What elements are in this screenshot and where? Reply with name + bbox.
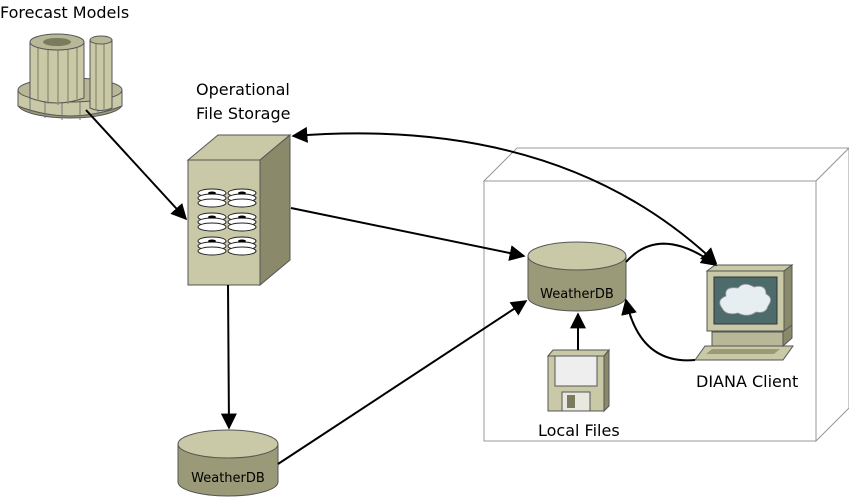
forecast-models-label: Forecast Models xyxy=(0,3,129,22)
arrow-models-to-storage xyxy=(85,109,188,221)
operational-storage-label-line2: File Storage xyxy=(196,104,290,123)
cloud-icon xyxy=(719,283,771,316)
arrow-remote-db-to-local-db xyxy=(277,300,528,465)
floppy-disk-icon xyxy=(546,348,611,413)
arrow-client-to-local-db xyxy=(621,298,696,362)
disk-stack-icon xyxy=(197,188,257,256)
local-files-label: Local Files xyxy=(538,421,620,440)
arrow-storage-client-bidirectional xyxy=(291,126,718,265)
diana-client-label: DIANA Client xyxy=(696,372,798,391)
file-server-icon xyxy=(186,133,292,287)
weatherdb-remote-label: WeatherDB xyxy=(191,471,265,486)
arrow-storage-to-remote-db xyxy=(220,284,237,430)
workstation-icon xyxy=(694,264,794,361)
operational-storage-label-line1: Operational xyxy=(196,80,290,99)
arrow-local-db-to-client xyxy=(625,242,718,266)
supercomputer-icon xyxy=(17,33,123,120)
weatherdb-local-label: WeatherDB xyxy=(540,287,614,302)
weatherdb-remote-icon xyxy=(177,429,279,497)
